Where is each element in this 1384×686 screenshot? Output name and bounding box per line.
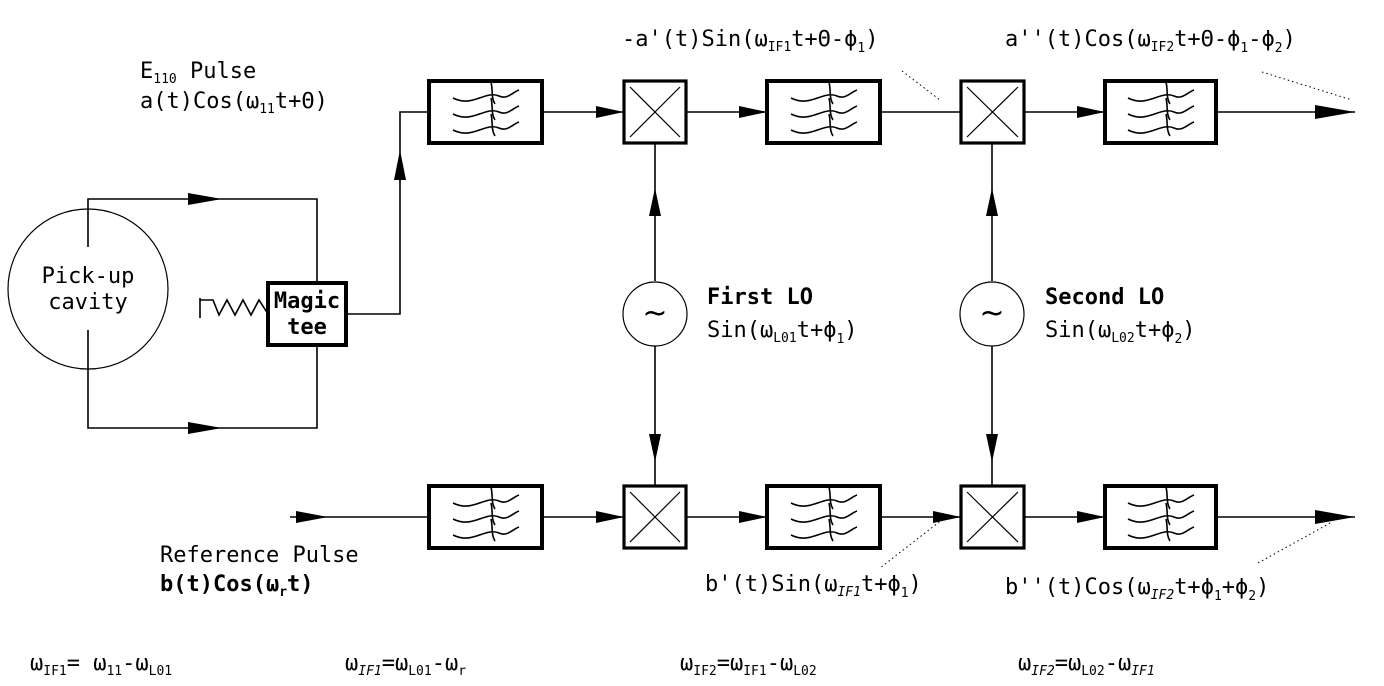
upper-input-expression: a(t)Cos(ω11t+Θ) — [140, 89, 328, 117]
pickup-cavity: Pick-up cavity — [7, 208, 169, 370]
first-lo-symbol: ~ — [642, 296, 667, 331]
equation-if2-lower: ωIF2=ωL02-ωIF1 — [1018, 651, 1155, 679]
magic-tee: Magic tee — [266, 281, 348, 347]
second-lo-symbol: ~ — [979, 296, 1004, 331]
cavity-label-line2: cavity — [48, 290, 127, 315]
first-lo-expression: Sin(ωL01t+ϕ1) — [707, 318, 858, 347]
magic-tee-label-line1: Magic — [274, 289, 340, 314]
filter-lower-1 — [427, 484, 544, 550]
equation-if1-upper: ωIF1= ω11-ωL01 — [30, 651, 172, 679]
second-lo-oscillator: ~ — [959, 281, 1025, 347]
first-lo-oscillator: ~ — [622, 281, 688, 347]
reference-input-name: Reference Pulse — [160, 543, 359, 568]
second-lo-expression: Sin(ωL02t+ϕ2) — [1045, 318, 1196, 347]
mixer-upper-1 — [622, 79, 688, 145]
upper-if1-signal: -a'(t)Sin(ωIF1t+Θ-ϕ1) — [622, 27, 879, 56]
filter-upper-2 — [765, 79, 882, 145]
equation-if1-lower: ωIF1=ωL01-ωr — [345, 651, 466, 679]
mixer-lower-2 — [959, 484, 1026, 550]
filter-upper-1 — [427, 79, 544, 145]
second-lo-title: Second LO — [1045, 285, 1164, 310]
upper-if2-signal: a''(t)Cos(ωIF2t+Θ-ϕ1-ϕ2) — [1005, 27, 1296, 56]
mixer-upper-2 — [959, 79, 1026, 145]
upper-input-name: E110 Pulse — [140, 59, 256, 87]
filter-lower-3 — [1103, 484, 1218, 550]
mixer-lower-1 — [622, 484, 688, 550]
lower-if1-signal: b'(t)Sin(ωIF1t+ϕ1) — [705, 572, 922, 601]
reference-input-expression: b(t)Cos(ωrt) — [160, 572, 314, 600]
filter-upper-3 — [1103, 79, 1218, 145]
first-lo-title: First LO — [707, 285, 813, 310]
arrowheads — [188, 105, 1355, 524]
termination-resistor — [199, 298, 269, 318]
magic-tee-label-line2: tee — [287, 315, 327, 340]
equation-if2-upper: ωIF2=ωIF1-ωL02 — [680, 651, 817, 679]
cavity-label-line1: Pick-up — [42, 264, 135, 289]
leader-lines — [879, 70, 1353, 569]
filter-lower-2 — [765, 484, 882, 550]
lower-if2-signal: b''(t)Cos(ωIF2t+ϕ1+ϕ2) — [1005, 575, 1269, 604]
